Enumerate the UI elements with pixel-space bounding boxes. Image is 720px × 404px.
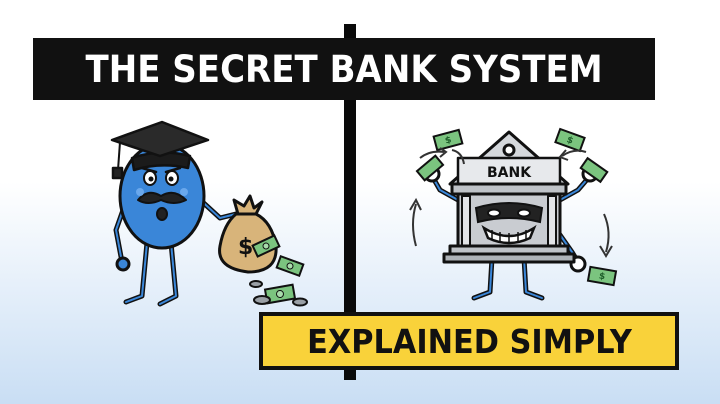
coin-icon: [292, 297, 308, 307]
bill-dollar-sign: $: [444, 135, 453, 146]
coin-icon: [253, 295, 271, 305]
title-text: THE SECRET BANK SYSTEM: [85, 47, 603, 91]
dollar-bill-icon: [251, 234, 281, 258]
flying-money: $ $ $: [415, 127, 618, 287]
dollar-bill-icon: [275, 254, 305, 278]
title-banner: THE SECRET BANK SYSTEM: [33, 38, 655, 100]
falling-money: [249, 234, 308, 307]
money-bag-icon: $: [218, 194, 278, 274]
dollar-bill-icon: $: [432, 128, 464, 152]
dollar-bill-icon: $: [554, 127, 586, 153]
dollar-bill-icon: [579, 156, 609, 184]
dollar-bill-icon: $: [586, 265, 618, 287]
circular-arrow-icon: [409, 147, 613, 258]
dollar-bill-icon: [415, 154, 445, 182]
bank-sign-label: BANK: [487, 165, 532, 181]
center-divider: [344, 24, 356, 380]
bill-dollar-sign: $: [565, 135, 574, 147]
subtitle-text: EXPLAINED SIMPLY: [306, 321, 632, 361]
subtitle-banner: EXPLAINED SIMPLY: [259, 312, 679, 370]
money-bag-dollar-sign: $: [238, 235, 253, 260]
bandit-mask-icon: [474, 202, 544, 245]
student-character: [113, 142, 239, 307]
bill-dollar-sign: $: [598, 272, 606, 283]
coin-icon: [249, 280, 263, 288]
mustache-icon: [137, 191, 187, 204]
graduation-cap-icon: [110, 120, 210, 180]
